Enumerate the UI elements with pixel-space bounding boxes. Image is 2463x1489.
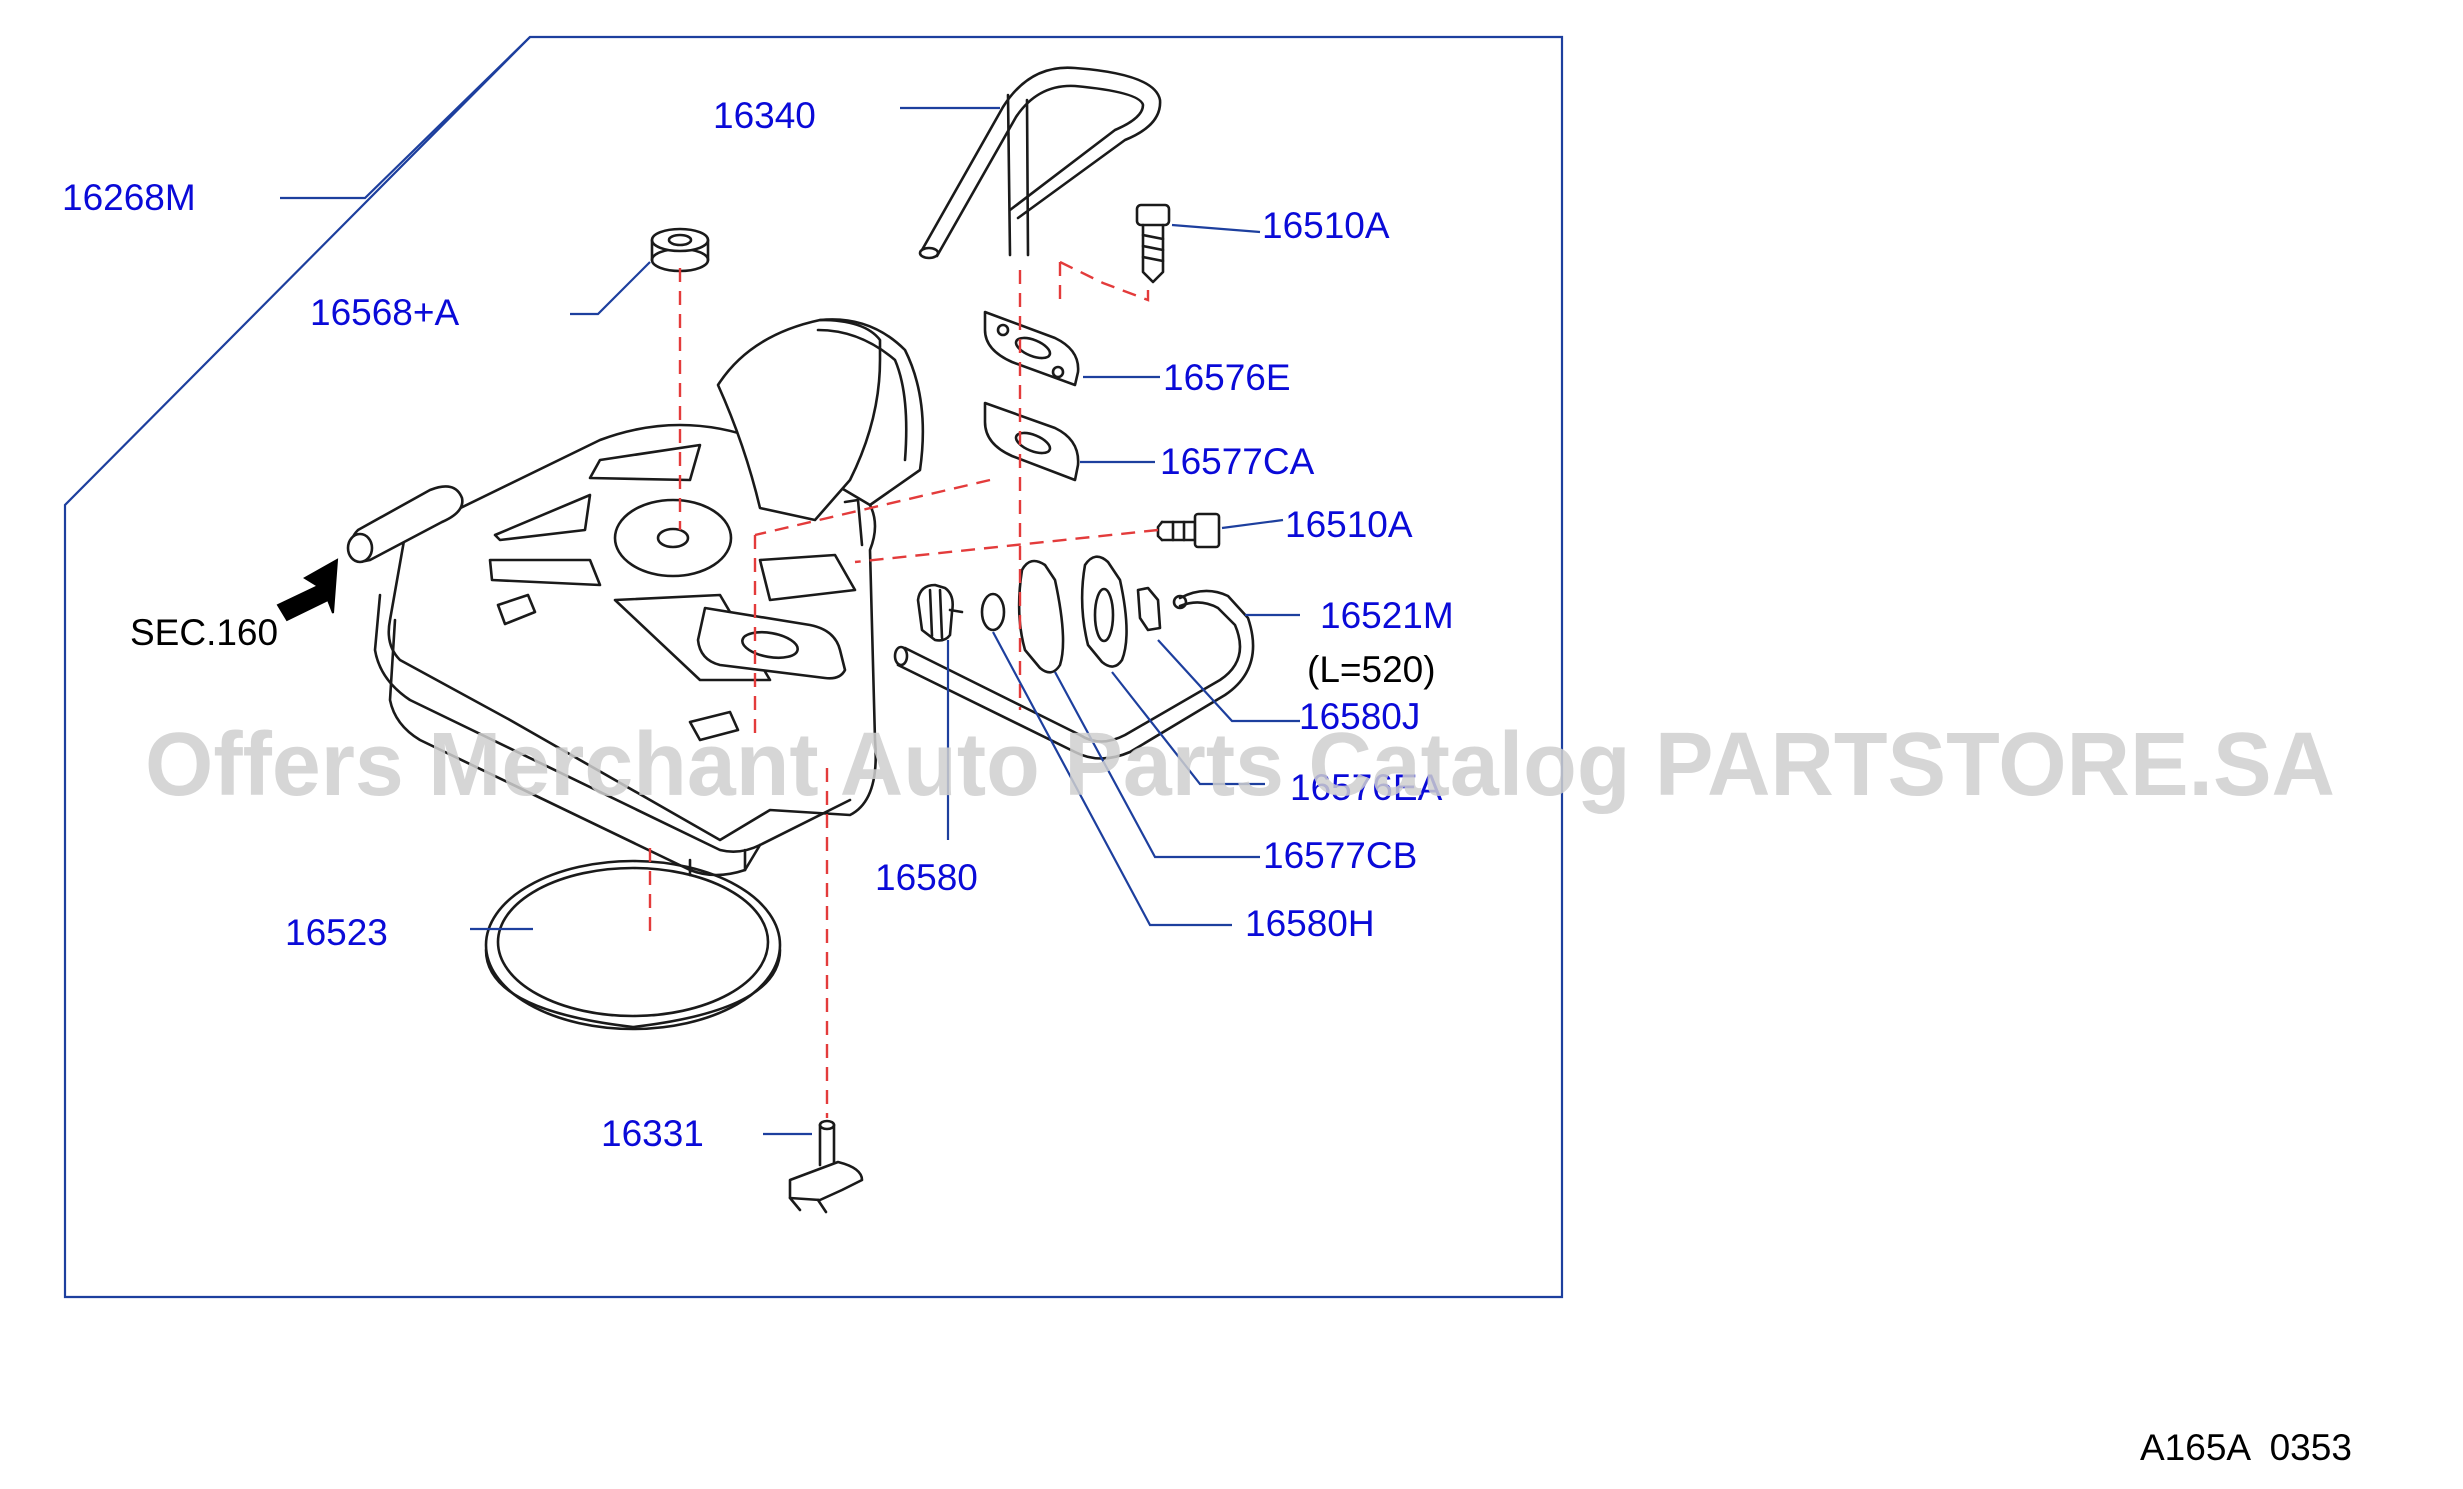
gasket-16577CA-drawing <box>983 401 1080 482</box>
gasket-16577CB-drawing <box>1017 559 1065 674</box>
part-label-16340[interactable]: 16340 <box>713 95 816 136</box>
air-cleaner-housing-drawing <box>346 318 925 877</box>
bolt-16510A-top-drawing <box>1135 203 1171 284</box>
grommet-16568A-drawing <box>650 227 710 273</box>
part-label-16510A-top[interactable]: 16510A <box>1262 205 1390 246</box>
plate-16580J-drawing <box>1136 586 1162 632</box>
part-label-16580H[interactable]: 16580H <box>1245 903 1375 944</box>
part-label-16523[interactable]: 16523 <box>285 912 388 953</box>
tube-16340-drawing <box>918 66 1162 260</box>
section-arrow-icon <box>276 558 339 622</box>
hose-16521M-drawing <box>893 589 1255 760</box>
part-label-16577CA[interactable]: 16577CA <box>1160 441 1315 482</box>
assembly-centerlines <box>648 260 1159 1118</box>
clip-16580-drawing <box>916 583 964 642</box>
part-label-16510A-mid[interactable]: 16510A <box>1285 504 1413 545</box>
part-label-16576EA[interactable]: 16576EA <box>1290 767 1443 808</box>
bracket-16331-drawing <box>788 1119 864 1214</box>
gasket-16576EA-drawing <box>1080 555 1128 668</box>
drawing-code: A165A 0353 <box>2140 1427 2352 1468</box>
part-label-16577CB[interactable]: 16577CB <box>1263 835 1417 876</box>
seal-ring-16523-drawing <box>484 859 782 1031</box>
part-label-16576E[interactable]: 16576E <box>1163 357 1291 398</box>
washer-16580H-drawing <box>980 592 1006 632</box>
part-label-16331[interactable]: 16331 <box>601 1113 704 1154</box>
part-label-16580J[interactable]: 16580J <box>1299 696 1420 737</box>
watermark-text: Offers Merchant Auto Parts Catalog PARTS… <box>145 715 2335 815</box>
bolt-16510A-mid-drawing <box>1156 512 1221 549</box>
gasket-16576E-drawing <box>983 310 1080 387</box>
section-reference[interactable]: SEC.160 <box>130 612 278 653</box>
part-label-16568A[interactable]: 16568+A <box>310 292 459 333</box>
part-label-16580[interactable]: 16580 <box>875 857 978 898</box>
leader-lines <box>280 36 1300 1136</box>
part-label-16521M[interactable]: 16521M <box>1320 595 1454 636</box>
part-label-16268M[interactable]: 16268M <box>62 177 196 218</box>
assembly-frame <box>63 35 1564 1299</box>
length-note: (L=520) <box>1307 649 1436 690</box>
